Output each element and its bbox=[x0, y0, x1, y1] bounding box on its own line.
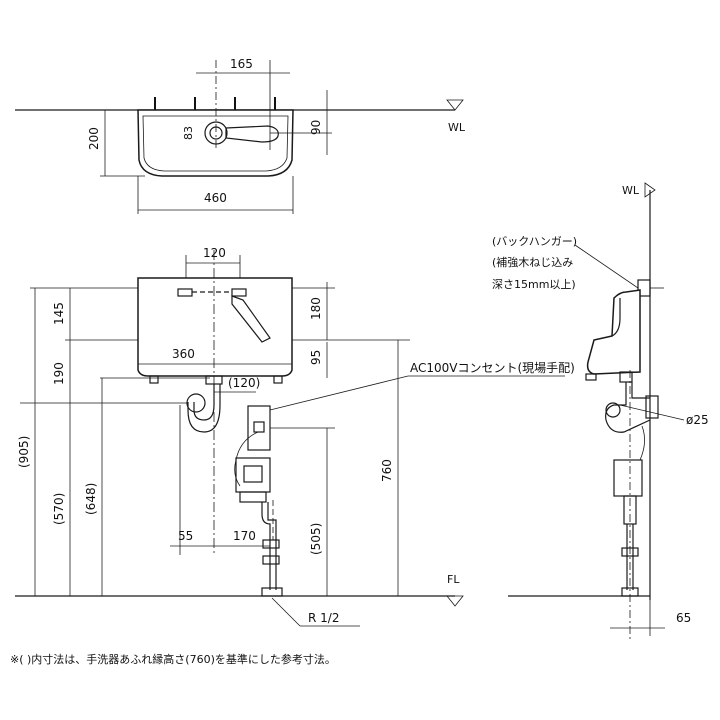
power-cord bbox=[234, 431, 259, 487]
valve-face bbox=[243, 465, 263, 483]
side-valve bbox=[613, 459, 643, 497]
side-wl-label: WL bbox=[622, 184, 640, 197]
top-view: 165 200 83 90 WL 460 bbox=[15, 57, 466, 214]
sink-plan-inner bbox=[142, 115, 289, 172]
power-socket-icon bbox=[253, 421, 265, 433]
sink-side-body bbox=[586, 289, 641, 375]
fl-marker-icon bbox=[446, 595, 464, 607]
dim-65-label: 65 bbox=[676, 611, 691, 625]
trap-pipe-outer bbox=[187, 384, 221, 433]
side-trap-outlet bbox=[631, 382, 650, 399]
wl-marker-icon bbox=[446, 99, 464, 111]
dim-120-label: 120 bbox=[203, 246, 226, 260]
dim-648-label: (648) bbox=[84, 483, 98, 515]
hanger-label-1: (バックハンガー) bbox=[492, 235, 577, 248]
dim-120-paren-label: (120) bbox=[228, 376, 260, 390]
side-view: WL (バックハンガー) (補強木ねじ込み 深さ15mm以上) ø25 bbox=[492, 182, 709, 640]
dim-170-label: 170 bbox=[233, 529, 256, 543]
top-wl-label: WL bbox=[448, 121, 466, 134]
dim-phi25-line bbox=[619, 404, 685, 421]
side-cord bbox=[639, 425, 645, 461]
bracket-bottom-right bbox=[273, 375, 283, 384]
front-fl-label: FL bbox=[447, 573, 460, 586]
side-trap bbox=[605, 382, 651, 433]
power-outlet-box bbox=[247, 405, 271, 451]
fitting bbox=[231, 288, 247, 297]
dim-760-label: 760 bbox=[380, 459, 394, 482]
hanger-label-2: (補強木ねじ込み bbox=[492, 256, 573, 269]
floor-flange bbox=[261, 587, 283, 597]
supply-pipe bbox=[267, 502, 277, 590]
dim-190-label: 190 bbox=[52, 362, 66, 385]
side-trap-elbow bbox=[605, 402, 621, 418]
wall-flange bbox=[645, 395, 659, 419]
dim-460-label: 460 bbox=[204, 191, 227, 205]
dim-83-label: 83 bbox=[182, 126, 195, 140]
outlet-leader bbox=[269, 375, 409, 411]
front-view: 120 145 180 360 95 190 (120) bbox=[15, 246, 575, 627]
pipe-label: R 1/2 bbox=[308, 611, 339, 625]
pipe-joint bbox=[262, 539, 280, 549]
spout-front bbox=[231, 295, 271, 343]
spout-side bbox=[611, 298, 621, 337]
dim-180-label: 180 bbox=[309, 297, 323, 320]
hanger-leader bbox=[574, 244, 639, 289]
pipe-leader bbox=[271, 597, 301, 627]
side-bracket bbox=[585, 373, 597, 381]
hanger-label-3: 深さ15mm以上) bbox=[492, 278, 576, 291]
dim-905-label: (905) bbox=[17, 436, 31, 468]
dim-570-label: (570) bbox=[52, 493, 66, 525]
sink-front-body bbox=[137, 277, 293, 377]
side-wl-marker-icon bbox=[644, 182, 656, 198]
spout-plan bbox=[225, 125, 279, 143]
outlet-label: AC100Vコンセント(現場手配) bbox=[410, 361, 575, 375]
dim-phi25-label: ø25 bbox=[686, 413, 709, 427]
solenoid-valve bbox=[235, 457, 271, 493]
dim-90-label: 90 bbox=[309, 120, 323, 135]
dim-360-label: 360 bbox=[172, 347, 195, 361]
side-valve-joint bbox=[623, 495, 637, 525]
dim-505-label: (505) bbox=[309, 523, 323, 555]
valve-base bbox=[239, 491, 267, 503]
dim-145-label: 145 bbox=[52, 302, 66, 325]
pipe-joint bbox=[262, 555, 280, 565]
trap-elbow bbox=[186, 393, 206, 413]
dim-95-label: 95 bbox=[309, 350, 323, 365]
supply-pipe-inner bbox=[261, 502, 271, 590]
bracket-bottom-left bbox=[149, 375, 159, 384]
trap-pipe bbox=[193, 384, 215, 421]
dim-55-label: 55 bbox=[178, 529, 193, 543]
dim-200-label: 200 bbox=[87, 127, 101, 150]
dim-165-label: 165 bbox=[230, 57, 253, 71]
footnote: ※( )内寸法は、手洗器あふれ縁高さ(760)を基準にした参考寸法。 bbox=[10, 652, 336, 666]
